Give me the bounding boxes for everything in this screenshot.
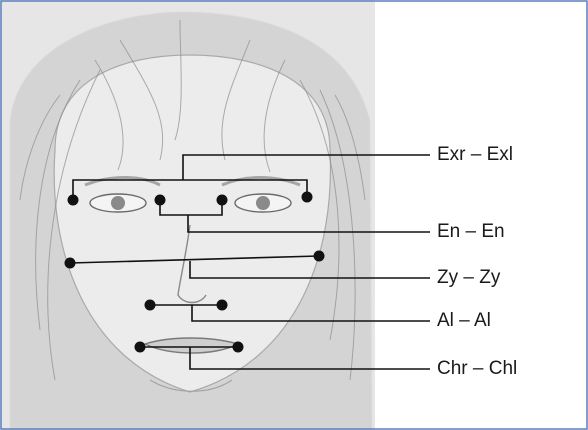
exl-point — [301, 191, 313, 203]
exr-point — [67, 194, 79, 206]
label-zy-zy: Zy – Zy — [437, 267, 501, 288]
chr-chl-leader — [189, 347, 430, 370]
face-sketch — [0, 0, 375, 430]
en-en-leader — [187, 215, 430, 233]
landmark-points — [64, 191, 325, 353]
zy-right-point — [64, 257, 76, 269]
zy-zy-line — [69, 255, 320, 264]
en-en-bracket — [159, 200, 223, 216]
exr-exl-bracket — [72, 179, 308, 200]
zy-zy-leader — [189, 261, 430, 279]
label-exr-exl: Exr – Exl — [437, 144, 514, 165]
chr-point — [134, 341, 146, 353]
exr-exl-leader — [182, 154, 430, 180]
al-right-point — [144, 299, 156, 311]
en-right-point — [154, 194, 166, 206]
en-left-point — [216, 194, 228, 206]
label-al-al: Al – Al — [437, 310, 491, 331]
label-chr-chl: Chr – Chl — [437, 358, 518, 379]
zy-left-point — [313, 250, 325, 262]
al-left-point — [216, 299, 228, 311]
label-en-en: En – En — [437, 221, 505, 242]
measurement-lines — [69, 154, 430, 370]
al-al-leader — [191, 305, 430, 322]
chl-point — [232, 341, 244, 353]
